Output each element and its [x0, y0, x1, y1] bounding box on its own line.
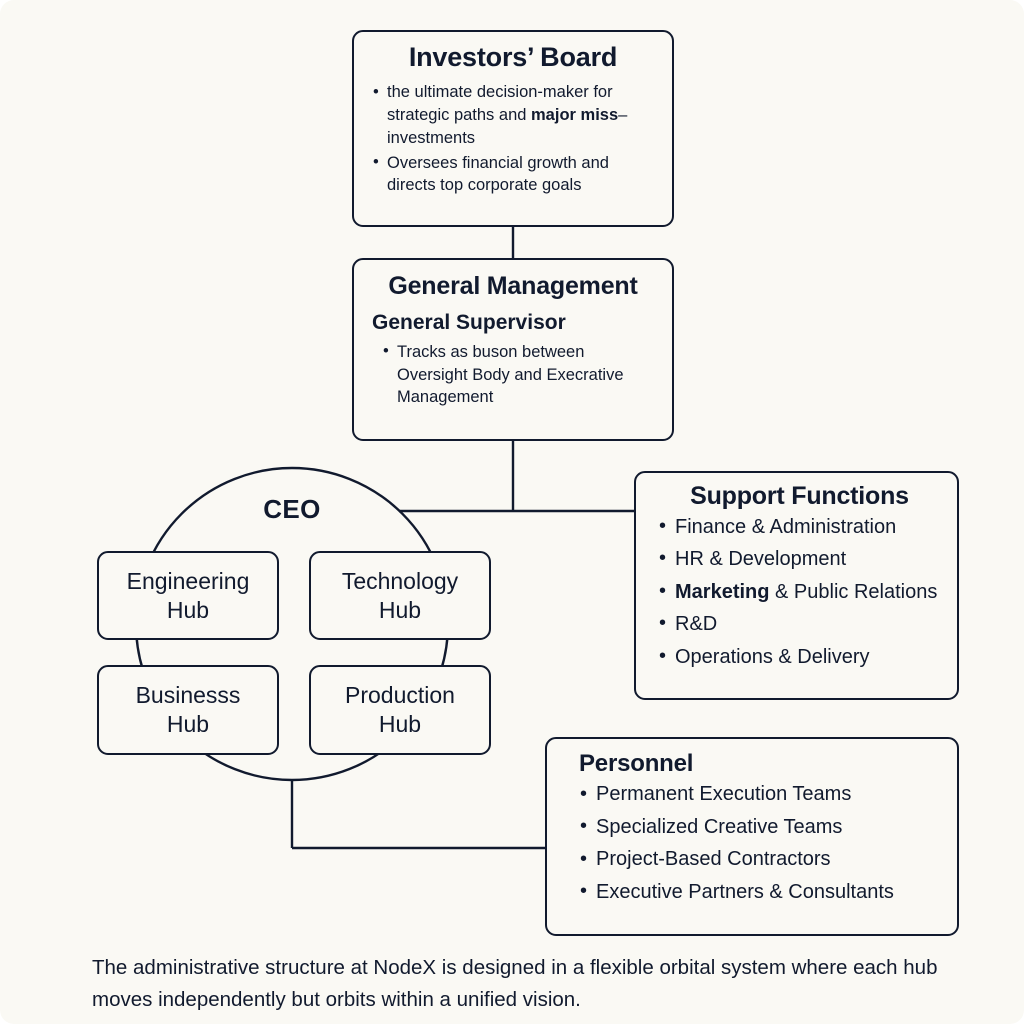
personnel-bullets: Permanent Execution Teams Specialized Cr…: [579, 784, 943, 902]
support-functions-bullet-4: R&D: [658, 613, 941, 634]
personnel-bullet-4: Executive Partners & Consultants: [579, 881, 943, 902]
node-investors-board[interactable]: Investors’ Board the ultimate decision-m…: [352, 30, 674, 227]
general-management-title: General Management: [388, 272, 638, 300]
support-functions-bullet-1: Finance & Administration: [658, 516, 941, 537]
support-functions-bullets: Finance & Administration HR & Developmen…: [658, 516, 941, 667]
bullet-frag-bold: Marketing: [675, 580, 770, 603]
node-support-functions[interactable]: Support Functions Finance & Administrati…: [634, 471, 959, 700]
general-management-bullet-1: Tracks as buson between Oversight Body a…: [382, 340, 654, 410]
bullet-frag-bold: major miss: [531, 106, 619, 124]
hub-label-line1: Production: [345, 682, 455, 709]
node-general-management[interactable]: General Management General Supervisor Tr…: [352, 258, 674, 441]
node-personnel[interactable]: Personnel Permanent Execution Teams Spec…: [545, 737, 959, 936]
investors-board-bullets: the ultimate decision-maker for strategi…: [372, 81, 654, 197]
support-functions-title: Support Functions: [690, 482, 909, 510]
ceo-label: CEO: [263, 494, 321, 524]
hub-label-line1: Technology: [341, 567, 459, 594]
personnel-bullet-2: Specialized Creative Teams: [579, 816, 943, 837]
hub-label-line2: Hub: [166, 711, 210, 737]
investors-board-bullet-1: the ultimate decision-maker for strategi…: [372, 81, 654, 149]
general-management-bullets: Tracks as buson between Oversight Body a…: [372, 340, 654, 410]
general-management-subtitle: General Supervisor: [372, 310, 566, 334]
bullet-frag-plain-b: –investments: [387, 106, 628, 147]
support-functions-bullet-3: Marketing & Public Relations: [658, 580, 941, 603]
hub-label-line2: Hub: [166, 596, 210, 623]
hub-label-line2: Hub: [378, 596, 422, 623]
investors-board-title: Investors’ Board: [408, 42, 618, 72]
bullet-frag-plain-a: the ultimate decision-maker for strategi…: [387, 83, 613, 124]
hub-label-line1: Engineering: [126, 567, 250, 594]
support-functions-bullet-5: Operations & Delivery: [658, 646, 941, 667]
personnel-bullet-1: Permanent Execution Teams: [579, 784, 943, 805]
hub-label-line1: Businesss: [135, 682, 241, 709]
support-functions-bullet-2: HR & Development: [658, 548, 941, 569]
hub-label-line2: Hub: [378, 711, 422, 737]
personnel-title: Personnel: [579, 750, 694, 777]
diagram-caption: The administrative structure at NodeX is…: [92, 956, 938, 1012]
personnel-bullet-3: Project-Based Contractors: [579, 849, 943, 870]
bullet-frag-rest: & Public Relations: [769, 580, 938, 603]
investors-board-bullet-2: Oversees financial growth and directs to…: [372, 151, 654, 198]
